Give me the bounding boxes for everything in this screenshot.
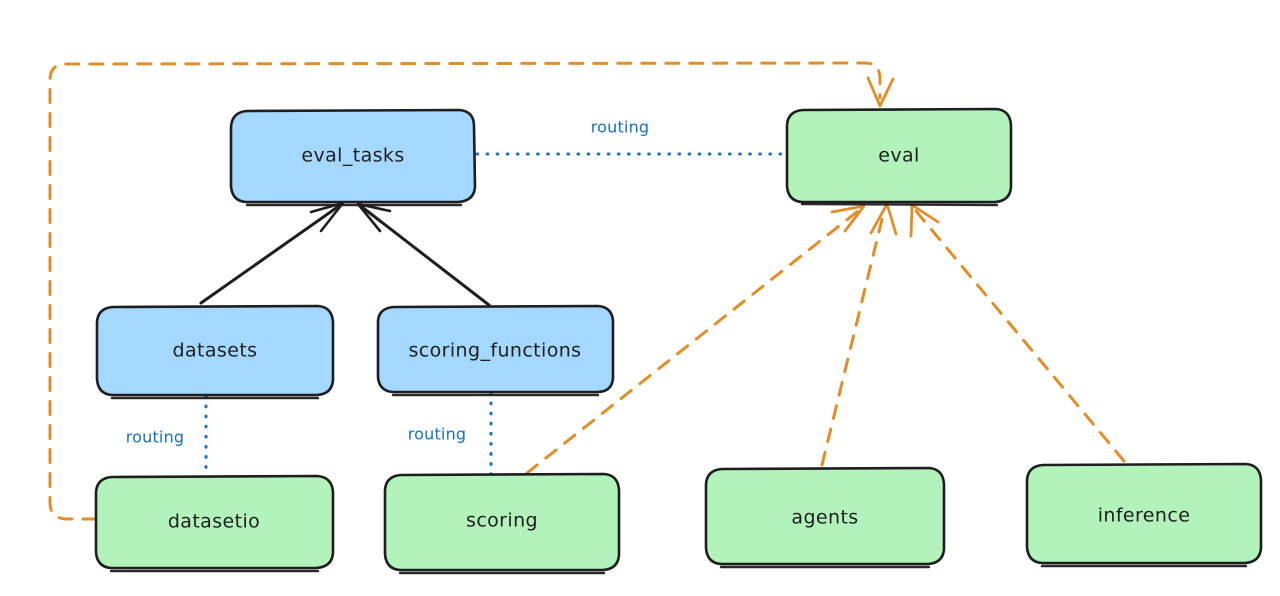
edge-datasetio-to-eval-path	[48, 61, 882, 521]
edge-datasetio-to-eval[interactable]	[48, 61, 895, 521]
edge-scoring-functions-to-eval-tasks-path	[360, 205, 491, 307]
node-eval-tasks-label: eval_tasks	[301, 145, 404, 167]
edge-agents-to-eval-arrowhead	[869, 202, 898, 236]
edge-datasets-to-eval-tasks-path	[199, 204, 341, 305]
node-scoring[interactable]: scoring	[383, 472, 621, 575]
node-agents[interactable]: agents	[704, 466, 946, 569]
node-inference-label: inference	[1098, 505, 1191, 527]
node-scoring-functions-shape	[376, 304, 615, 394]
node-datasetio[interactable]: datasetio	[94, 474, 335, 573]
node-inference-shape	[1025, 462, 1263, 565]
node-datasets-shape	[95, 304, 335, 397]
node-datasets-label: datasets	[173, 340, 258, 362]
edge-label-routing-scoring-functions-scoring: routing	[408, 425, 467, 444]
node-eval-label: eval	[878, 145, 919, 167]
edge-agents-to-eval-path	[820, 209, 886, 467]
edge-datasetio-to-eval-arrowhead	[866, 76, 895, 108]
node-datasetio-shape	[94, 474, 335, 570]
edge-inference-to-eval-path	[914, 209, 1126, 463]
node-eval-shape	[785, 107, 1013, 204]
node-eval[interactable]: eval	[785, 107, 1013, 207]
node-scoring-functions-label: scoring_functions	[409, 340, 582, 362]
node-agents-label: agents	[791, 507, 858, 529]
node-eval-tasks[interactable]: eval_tasks	[229, 108, 477, 207]
edge-scoring-to-eval[interactable]	[525, 204, 866, 475]
node-scoring-functions[interactable]: scoring_functions	[376, 304, 615, 397]
node-scoring-label: scoring	[466, 510, 538, 532]
edge-scoring-to-eval-arrowhead	[830, 204, 866, 233]
edge-inference-to-eval[interactable]	[909, 203, 1126, 463]
node-agents-shape	[704, 466, 946, 566]
edge-label-routing-datasets-datasetio: routing	[126, 428, 185, 447]
node-inference[interactable]: inference	[1025, 462, 1263, 568]
node-scoring-shape	[383, 472, 621, 572]
edge-datasets-to-eval-tasks[interactable]	[199, 201, 345, 305]
node-eval-shadow	[800, 202, 999, 207]
edge-scoring-functions-to-eval-tasks[interactable]	[356, 202, 491, 307]
edge-datasets-to-eval-tasks-arrowhead	[309, 201, 345, 233]
node-datasets[interactable]: datasets	[95, 304, 335, 400]
node-datasetio-label: datasetio	[168, 511, 260, 533]
node-eval-tasks-shape	[229, 108, 477, 204]
edge-agents-to-eval[interactable]	[820, 202, 898, 467]
edge-label-routing-eval-tasks-eval: routing	[591, 118, 650, 137]
